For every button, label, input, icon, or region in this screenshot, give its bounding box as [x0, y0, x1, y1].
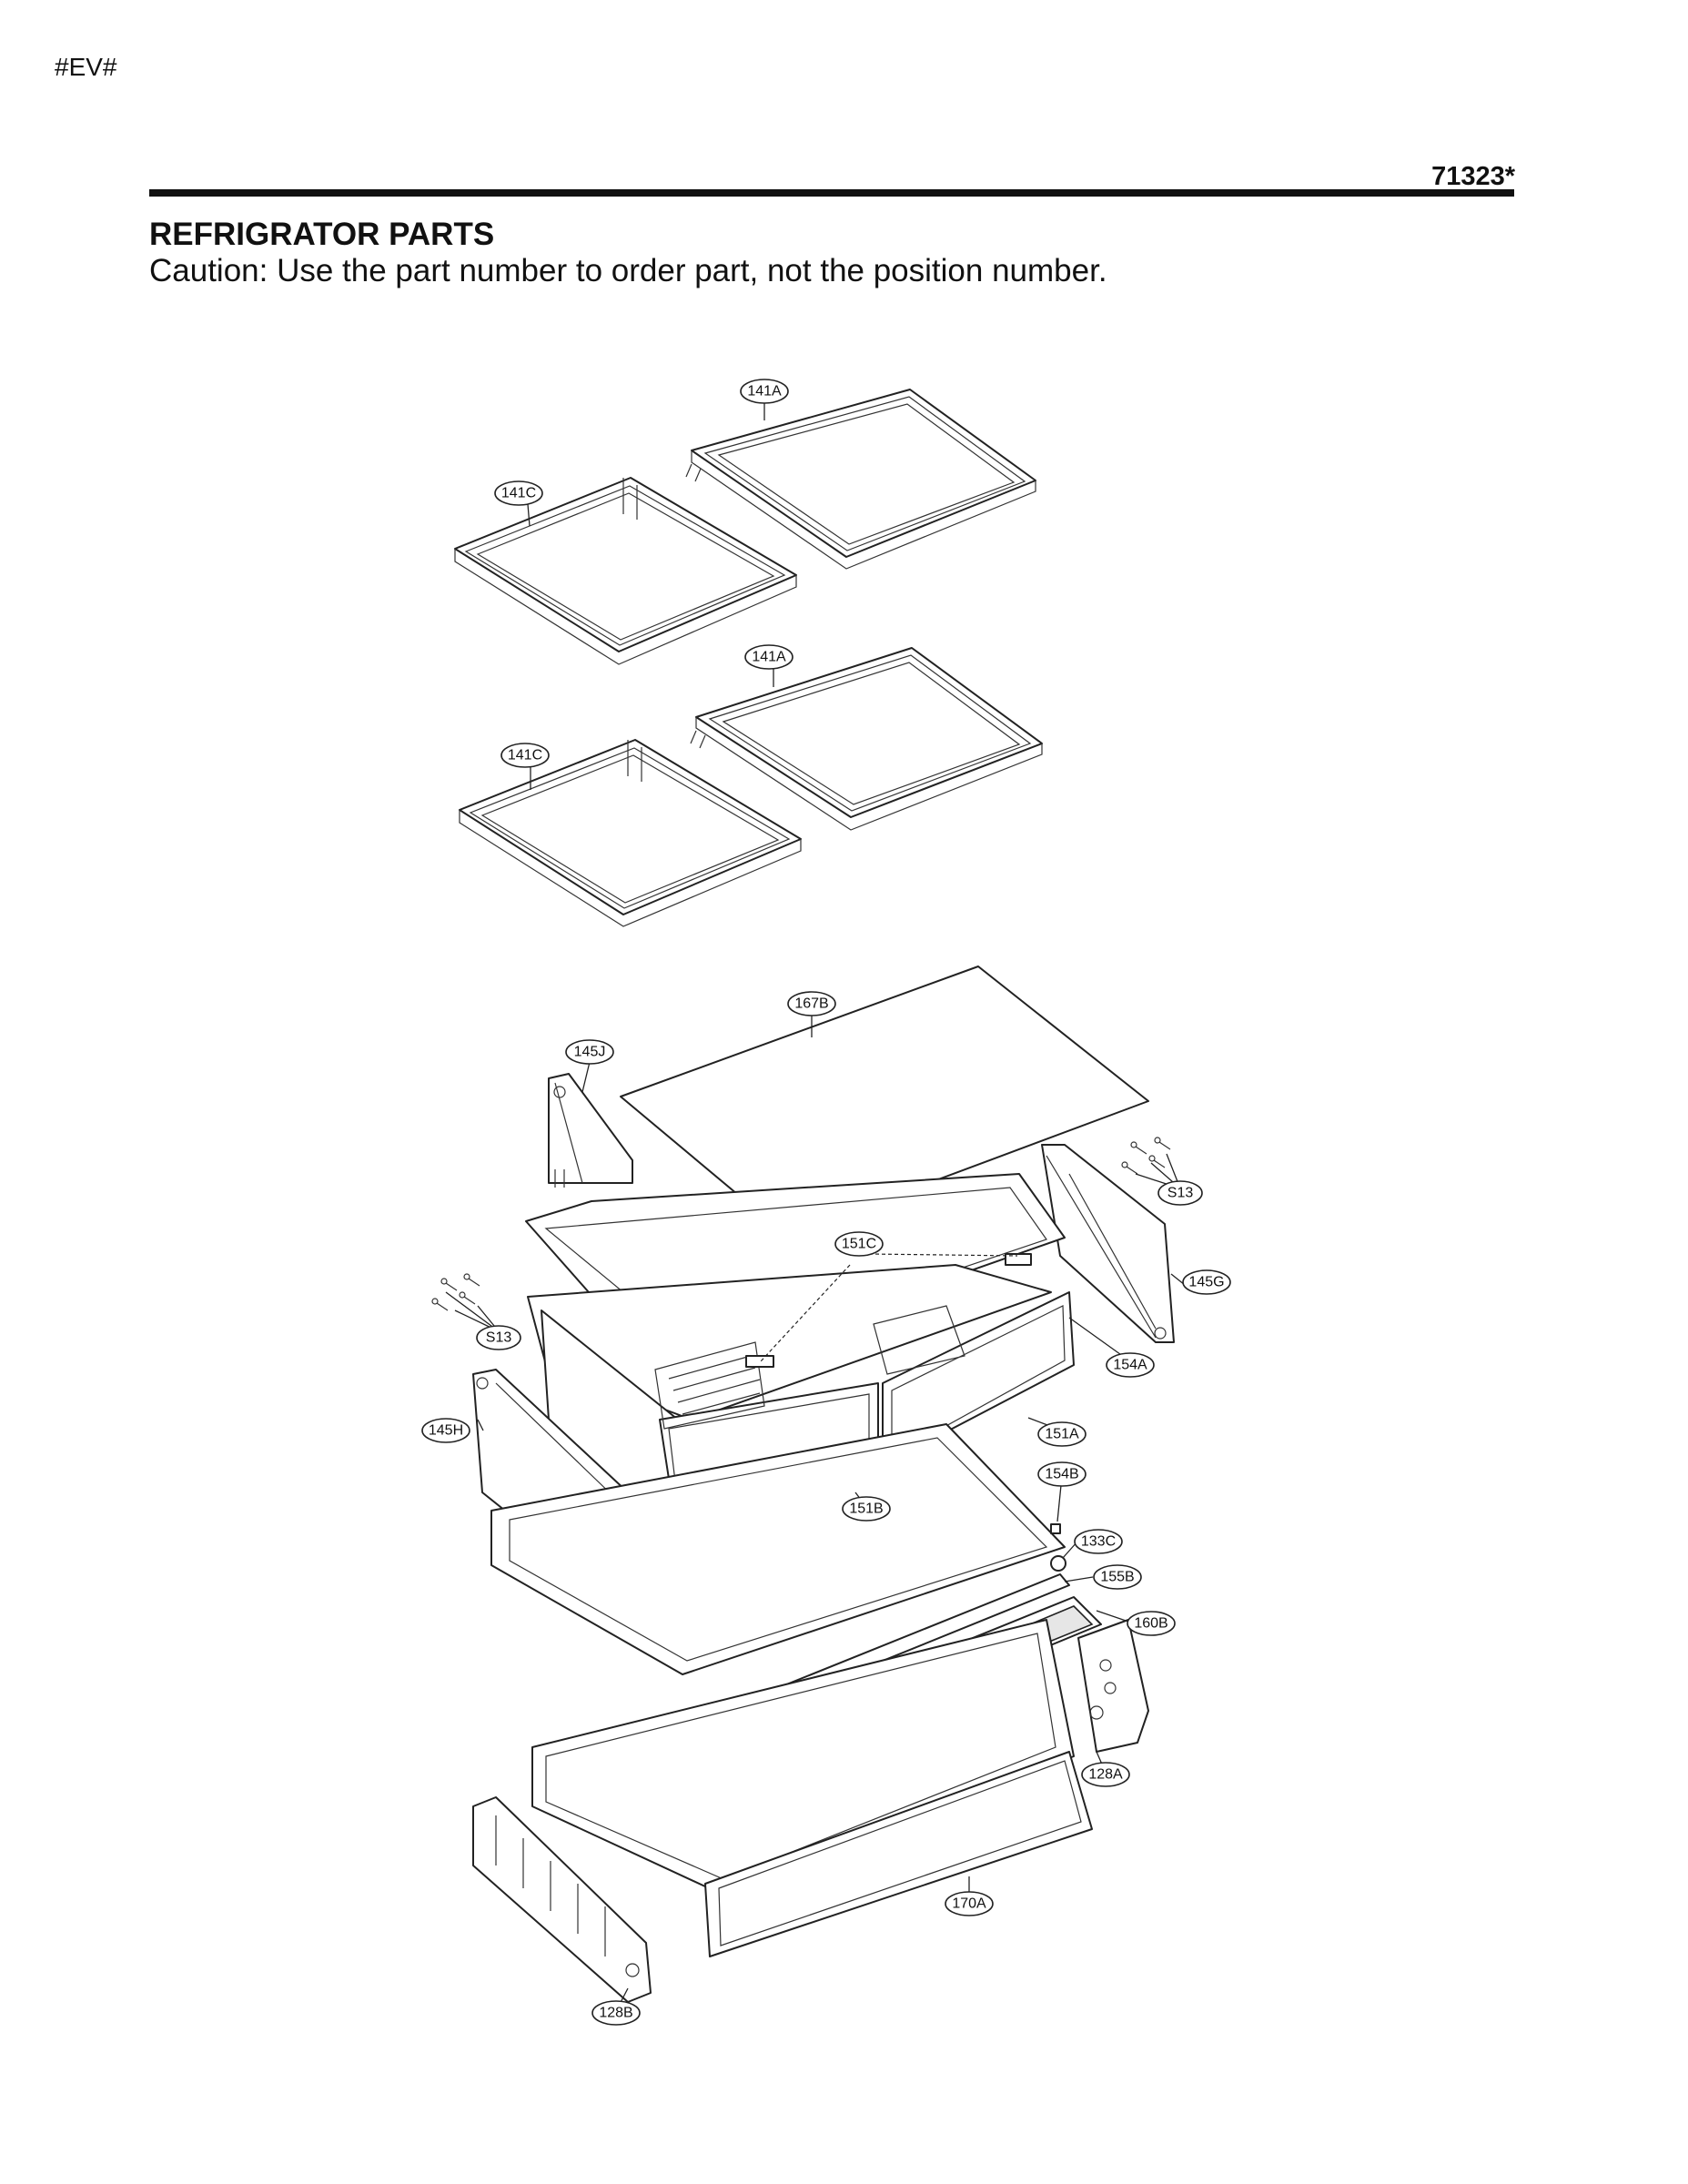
callout-s13-right: S13 — [1157, 1180, 1203, 1206]
crisper-frame — [525, 1173, 1066, 1539]
svg-text:145J: 145J — [574, 1045, 606, 1060]
bracket-128a — [1077, 1619, 1149, 1753]
callout-s13-left: S13 — [476, 1325, 521, 1350]
callout-145h: 145H — [421, 1418, 470, 1443]
svg-text:167B: 167B — [794, 996, 828, 1012]
svg-text:141C: 141C — [508, 748, 542, 763]
svg-text:133C: 133C — [1081, 1534, 1116, 1550]
shelf-141c-mid — [459, 739, 802, 927]
svg-text:151A: 151A — [1045, 1427, 1079, 1442]
callout-128a: 128A — [1081, 1762, 1130, 1787]
side-rail-145j — [548, 1073, 633, 1188]
callout-154a: 154A — [1106, 1352, 1155, 1378]
svg-text:141C: 141C — [501, 486, 536, 501]
caution-note: Caution: Use the part number to order pa… — [149, 253, 1107, 288]
lower-shelf-plate — [490, 1423, 1066, 1675]
svg-text:141A: 141A — [747, 384, 782, 399]
screws-s13-right — [1121, 1137, 1171, 1175]
page-code: 71323* — [1431, 162, 1515, 191]
callout-167b: 167B — [787, 991, 836, 1016]
svg-text:145G: 145G — [1188, 1275, 1224, 1290]
part-154b — [1050, 1523, 1061, 1534]
callout-141c-top: 141C — [494, 480, 543, 506]
part-151c-clip-right — [1005, 1253, 1032, 1266]
callout-141c-mid: 141C — [500, 743, 550, 768]
freezer-drawer-170a — [531, 1619, 1093, 1957]
shelf-141a-top — [685, 389, 1036, 570]
callout-145j: 145J — [565, 1039, 614, 1065]
callout-170a: 170A — [945, 1891, 994, 1916]
corner-code: #EV# — [55, 53, 117, 81]
svg-text:170A: 170A — [952, 1896, 986, 1912]
svg-text:151C: 151C — [842, 1237, 876, 1252]
svg-text:155B: 155B — [1100, 1570, 1134, 1585]
callout-141a-mid: 141A — [744, 644, 793, 670]
callout-160b: 160B — [1127, 1611, 1176, 1636]
screws-s13-left — [431, 1273, 480, 1311]
callout-133c: 133C — [1074, 1529, 1123, 1554]
svg-text:141A: 141A — [752, 650, 786, 665]
callout-151b: 151B — [842, 1496, 891, 1522]
cover-panel-167b — [620, 966, 1149, 1237]
svg-text:145H: 145H — [429, 1423, 463, 1439]
svg-text:128B: 128B — [599, 2006, 632, 2021]
shelf-141a-mid — [690, 647, 1043, 831]
svg-text:S13: S13 — [1167, 1186, 1194, 1201]
part-133c — [1050, 1555, 1066, 1572]
svg-text:154B: 154B — [1045, 1467, 1078, 1482]
callout-155b: 155B — [1093, 1564, 1142, 1590]
shelf-141c-top — [454, 477, 797, 665]
callout-154b: 154B — [1037, 1461, 1087, 1487]
callout-141a-top: 141A — [740, 379, 789, 404]
svg-text:154A: 154A — [1113, 1358, 1147, 1373]
svg-text:128A: 128A — [1088, 1767, 1123, 1783]
part-151c-clip-left — [745, 1355, 774, 1368]
callout-151c: 151C — [834, 1231, 884, 1257]
svg-text:151B: 151B — [849, 1502, 883, 1517]
page-title: REFRIGRATOR PARTS — [149, 217, 495, 252]
bracket-128b — [472, 1796, 652, 2003]
header-rule — [149, 189, 1514, 197]
callout-128b: 128B — [591, 2000, 641, 2026]
callout-145g: 145G — [1182, 1269, 1231, 1295]
callout-151a: 151A — [1037, 1421, 1087, 1447]
svg-text:160B: 160B — [1134, 1616, 1167, 1632]
svg-text:S13: S13 — [486, 1330, 512, 1346]
side-rail-145g — [1041, 1144, 1175, 1343]
